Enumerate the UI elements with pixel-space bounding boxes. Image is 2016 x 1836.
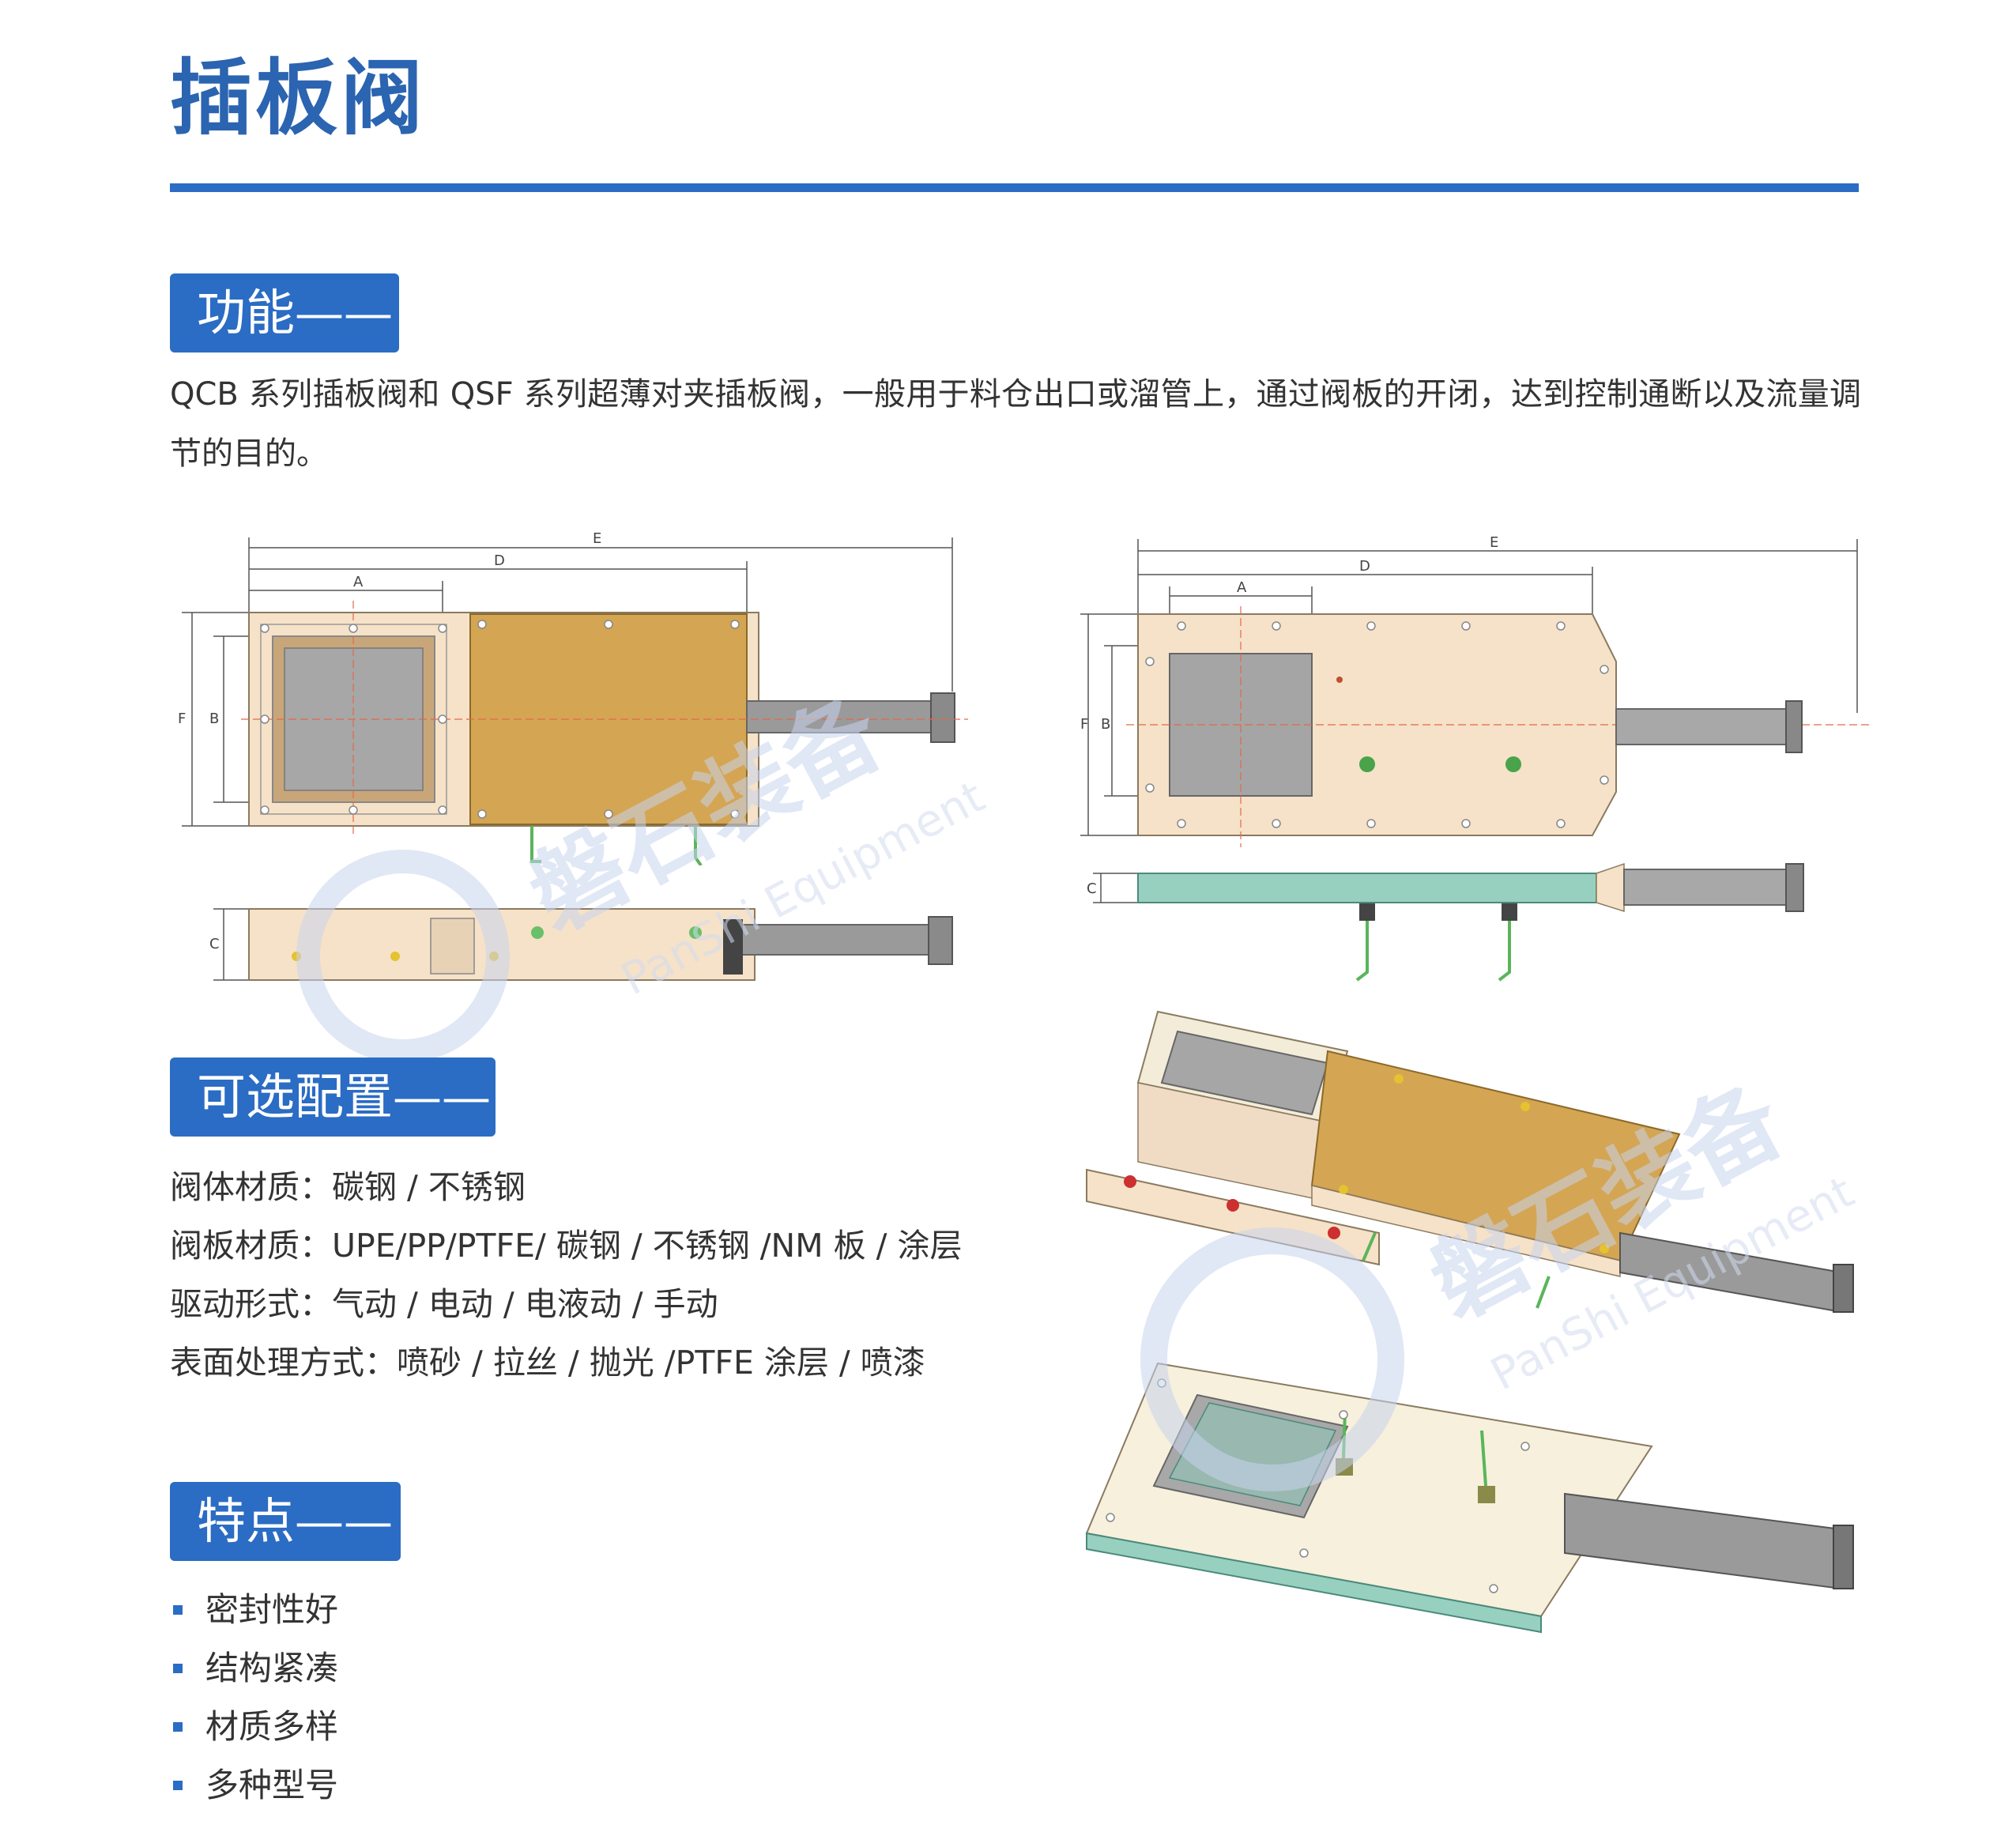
dim-label-b-2: B: [1101, 716, 1110, 733]
dim-label-e: E: [593, 530, 601, 547]
dim-label-d: D: [494, 552, 505, 569]
drawing-qsf-side: C: [1079, 858, 1869, 992]
dim-label-f: F: [178, 711, 186, 727]
features-list: 密封性好 结构紧凑 材质多样 多种型号: [170, 1581, 338, 1815]
section-heading-features: 特点——: [170, 1482, 401, 1561]
dim-label-c: C: [209, 936, 220, 952]
watermark-upper: 磐石装备 PanShi Equipment: [285, 696, 1035, 1075]
section-heading-options: 可选配置——: [170, 1057, 496, 1137]
drawing-qcb-3d: [1083, 1004, 1865, 1352]
dim-label-c-2: C: [1087, 880, 1097, 897]
drawing-qsf-plan: E D A F B: [1079, 531, 1869, 855]
drawing-qcb-plan: E D A F B: [170, 526, 992, 865]
dim-label-b: B: [209, 711, 219, 727]
title-divider: [170, 183, 1859, 192]
bullet-icon: [173, 1781, 183, 1790]
dim-label-d-2: D: [1359, 558, 1370, 575]
page-title: 插板阀: [170, 49, 427, 146]
bullet-icon: [173, 1605, 183, 1615]
section-heading-function: 功能——: [170, 273, 399, 352]
bullet-icon: [173, 1722, 183, 1732]
options-list: 阀体材质：碳钢 / 不锈钢 阀板材质：UPE/PP/PTFE/ 碳钢 / 不锈钢…: [170, 1158, 963, 1392]
option-body-material: 阀体材质：碳钢 / 不锈钢: [170, 1168, 526, 1206]
list-item: 材质多样: [170, 1698, 338, 1756]
option-surface-treatment: 表面处理方式：喷砂 / 拉丝 / 抛光 /PTFE 涂层 / 喷漆: [170, 1344, 925, 1382]
list-item: 结构紧凑: [170, 1639, 338, 1698]
list-item: 多种型号: [170, 1756, 338, 1815]
dim-label-a-2: A: [1237, 579, 1247, 596]
dim-label-f-2: F: [1080, 716, 1088, 733]
watermark-lower: 磐石装备 PanShi Equipment: [1122, 1075, 1873, 1517]
option-plate-material: 阀板材质：UPE/PP/PTFE/ 碳钢 / 不锈钢 /NM 板 / 涂层: [170, 1227, 963, 1265]
function-description: QCB 系列插板阀和 QSF 系列超薄对夹插板阀，一般用于料仓出口或溜管上，通过…: [170, 376, 1861, 472]
option-drive-type: 驱动形式：气动 / 电动 / 电液动 / 手动: [170, 1285, 718, 1323]
list-item: 密封性好: [170, 1581, 338, 1639]
dim-label-a: A: [353, 574, 364, 590]
dim-label-e-2: E: [1490, 534, 1498, 551]
bullet-icon: [173, 1664, 183, 1673]
